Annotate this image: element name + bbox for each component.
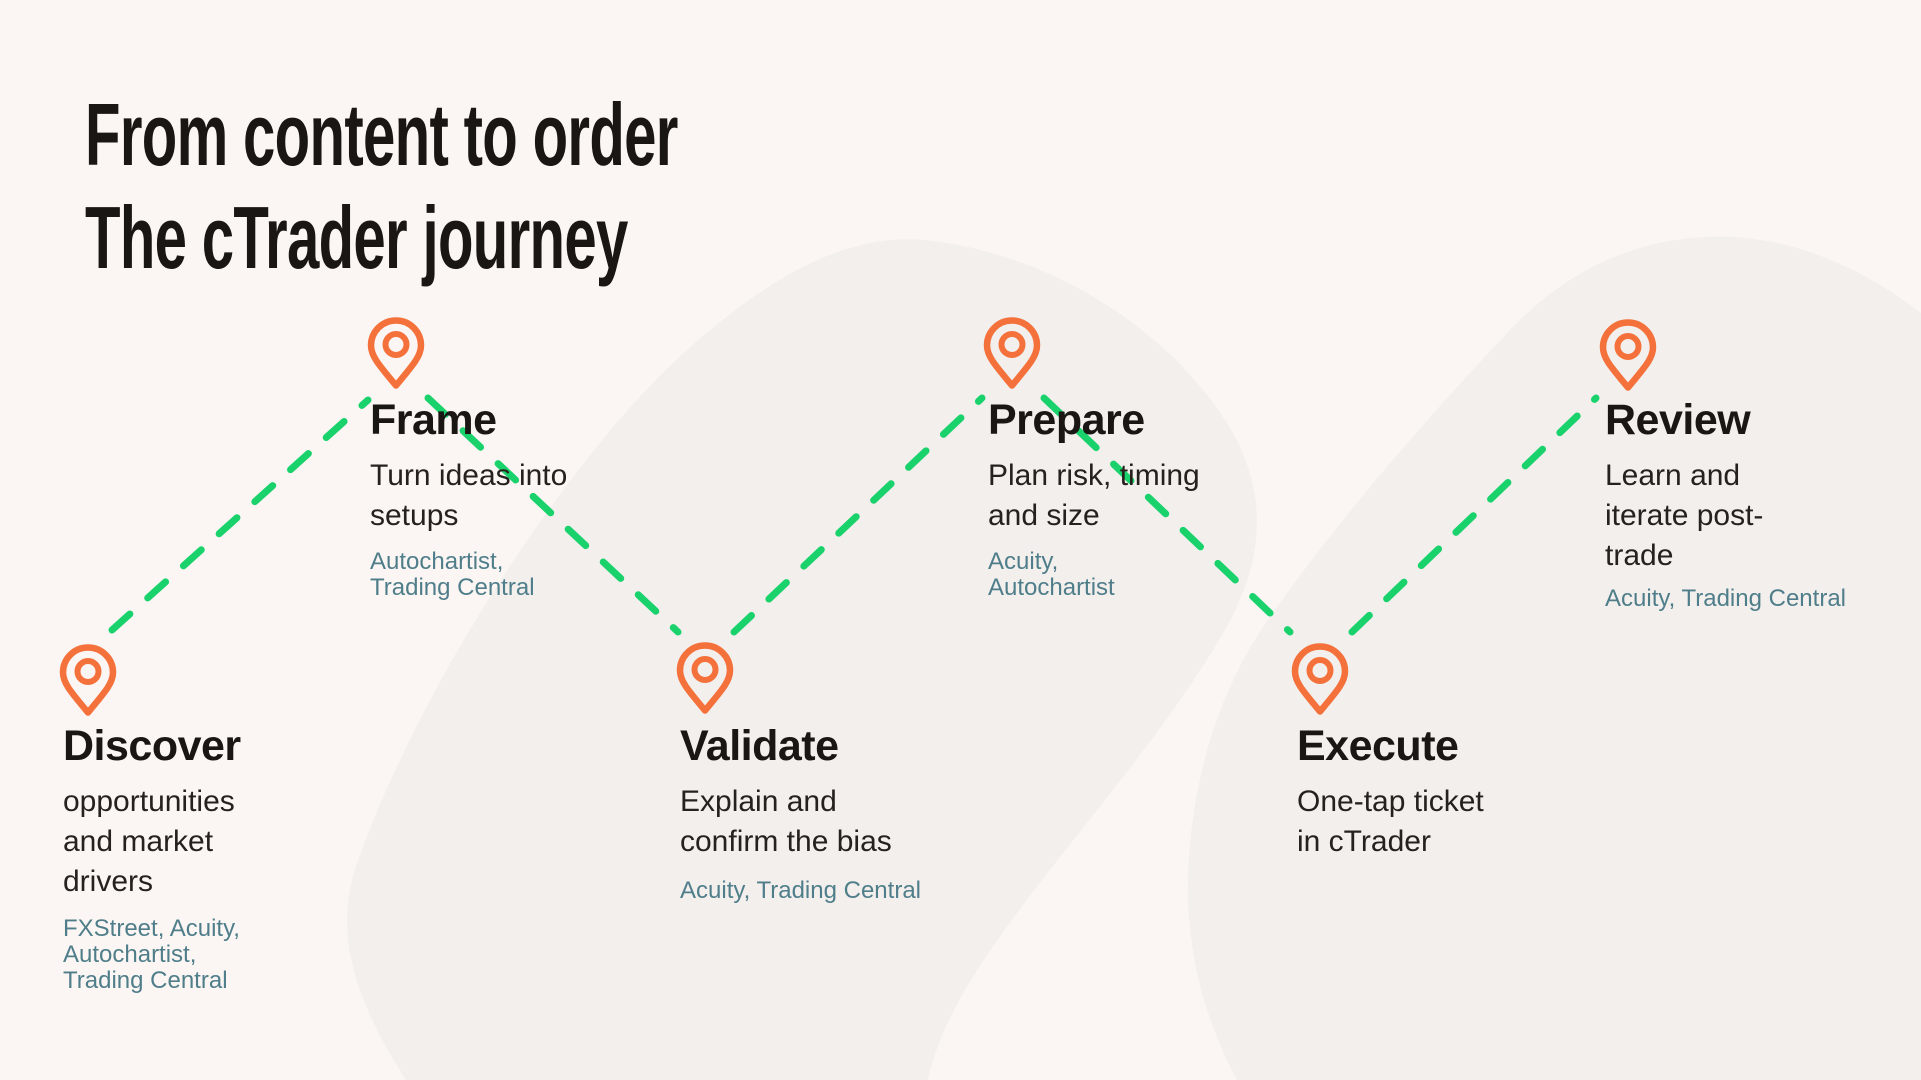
background-blob-right (1187, 236, 1921, 1080)
step-description-review: Learn and iterate post- trade (1605, 459, 1764, 572)
step-description-discover: opportunities and market drivers (63, 785, 235, 898)
step-title-review: Review (1605, 396, 1751, 444)
step-title-discover: Discover (63, 722, 241, 770)
step-title-prepare: Prepare (988, 396, 1145, 444)
step-sources-prepare: Acuity, Autochartist (988, 548, 1115, 601)
step-description-prepare: Plan risk, timing and size (988, 459, 1200, 532)
connector-frame-validate (424, 394, 682, 636)
location-pin-icon (1599, 319, 1657, 391)
location-pin-icon (367, 317, 425, 389)
connector-discover-frame (108, 396, 372, 634)
step-description-frame: Turn ideas into setups (370, 459, 568, 532)
connector-execute-review (1348, 394, 1600, 636)
step-description-execute: One-tap ticket in cTrader (1297, 785, 1484, 858)
step-title-execute: Execute (1297, 722, 1459, 770)
step-description-validate: Explain and confirm the bias (680, 785, 892, 858)
location-pin-icon (59, 644, 117, 716)
location-pin-icon (676, 642, 734, 714)
step-title-validate: Validate (680, 722, 839, 770)
step-sources-validate: Acuity, Trading Central (680, 877, 921, 904)
step-title-frame: Frame (370, 396, 497, 444)
step-sources-frame: Autochartist, Trading Central (370, 548, 535, 601)
location-pin-icon (983, 317, 1041, 389)
background-blob-middle (347, 239, 1257, 1080)
connector-validate-prepare (730, 394, 986, 636)
page-title: From content to order The cTrader journe… (85, 85, 678, 287)
step-sources-review: Acuity, Trading Central (1605, 585, 1846, 612)
step-sources-discover: FXStreet, Acuity, Autochartist, Trading … (63, 915, 240, 994)
location-pin-icon (1291, 643, 1349, 715)
connector-prepare-execute (1040, 394, 1294, 636)
